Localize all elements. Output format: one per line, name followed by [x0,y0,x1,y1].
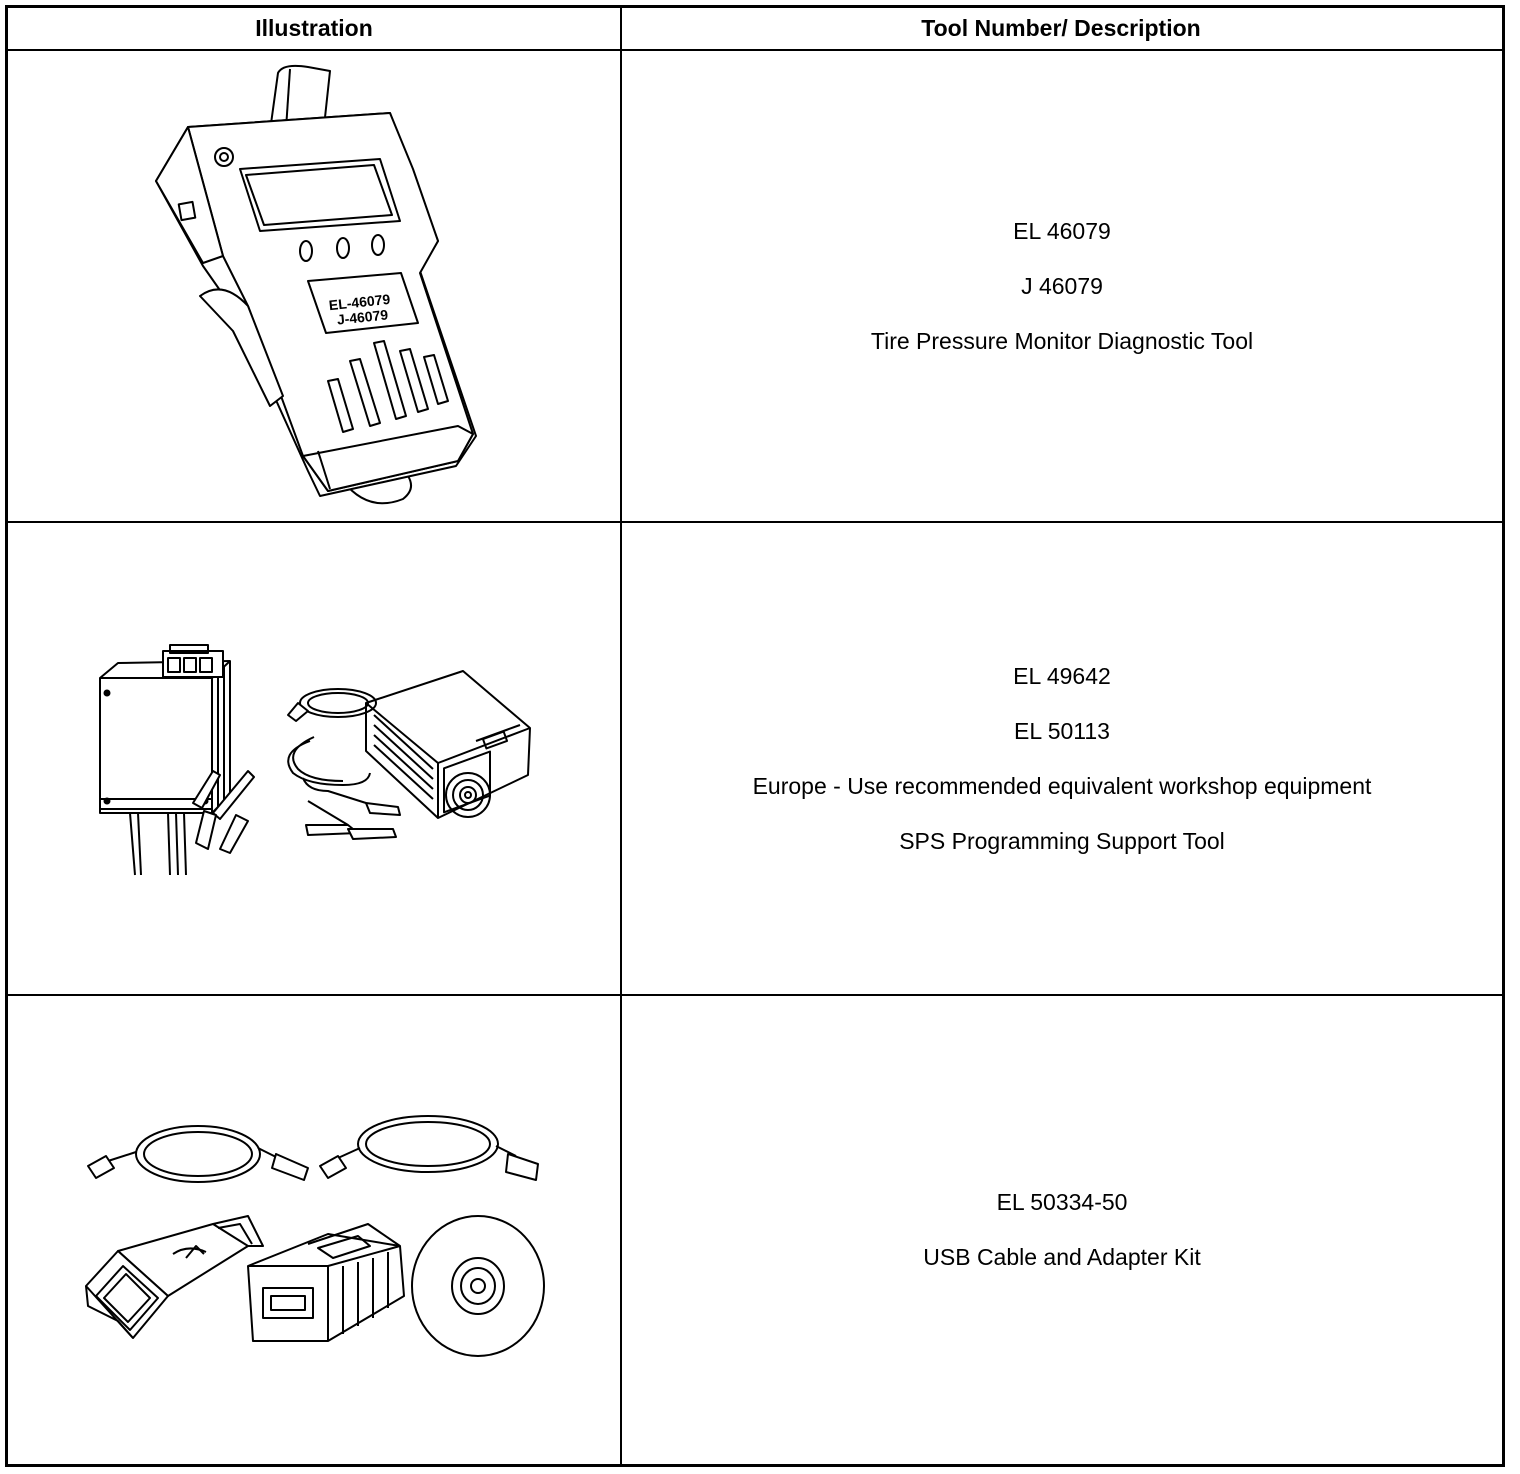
tool-label-line-1: EL-46079 [328,291,391,313]
tool-number: EL 49642 [1013,662,1111,689]
usb-cable-adapter-kit-icon [8,996,620,1464]
tool-description: Tire Pressure Monitor Diagnostic Tool [870,327,1254,354]
column-divider [620,8,622,1464]
header-divider [8,49,1502,51]
table-row: EL 50334-50 USB Cable and Adapter Kit [8,996,1502,1464]
tool-number: EL 50334-50 [996,1189,1128,1215]
tool-number: EL 50113 [1014,717,1110,744]
tool-description: USB Cable and Adapter Kit [923,1244,1201,1270]
table-row: EL 49642 EL 50113 Europe - Use recommend… [8,523,1502,994]
row-divider [8,994,1502,996]
tool-label-line-2: J-46079 [336,306,389,327]
tool-description: SPS Programming Support Tool [899,827,1225,854]
table-row: EL-46079 J-46079 EL 46079 J 46079 Tire P… [8,51,1502,521]
tool-number: J 46079 [1021,272,1103,299]
description-cell: EL 49642 EL 50113 Europe - Use recommend… [622,523,1502,994]
description-cell: EL 50334-50 USB Cable and Adapter Kit [622,996,1502,1464]
special-tools-table: Illustration Tool Number/ Description [5,5,1505,1467]
illustration-cell: EL-46079 J-46079 [8,51,620,521]
row-divider [8,521,1502,523]
header-illustration: Illustration [255,15,373,41]
programming-support-tool-icon [8,523,620,994]
header-tool-description: Tool Number/ Description [921,15,1201,41]
illustration-cell [8,523,620,994]
tpms-diagnostic-tool-icon: EL-46079 J-46079 [8,51,620,521]
tool-note: Europe - Use recommended equivalent work… [752,772,1372,799]
tool-number: EL 46079 [1013,217,1111,244]
illustration-cell [8,996,620,1464]
description-cell: EL 46079 J 46079 Tire Pressure Monitor D… [622,51,1502,521]
